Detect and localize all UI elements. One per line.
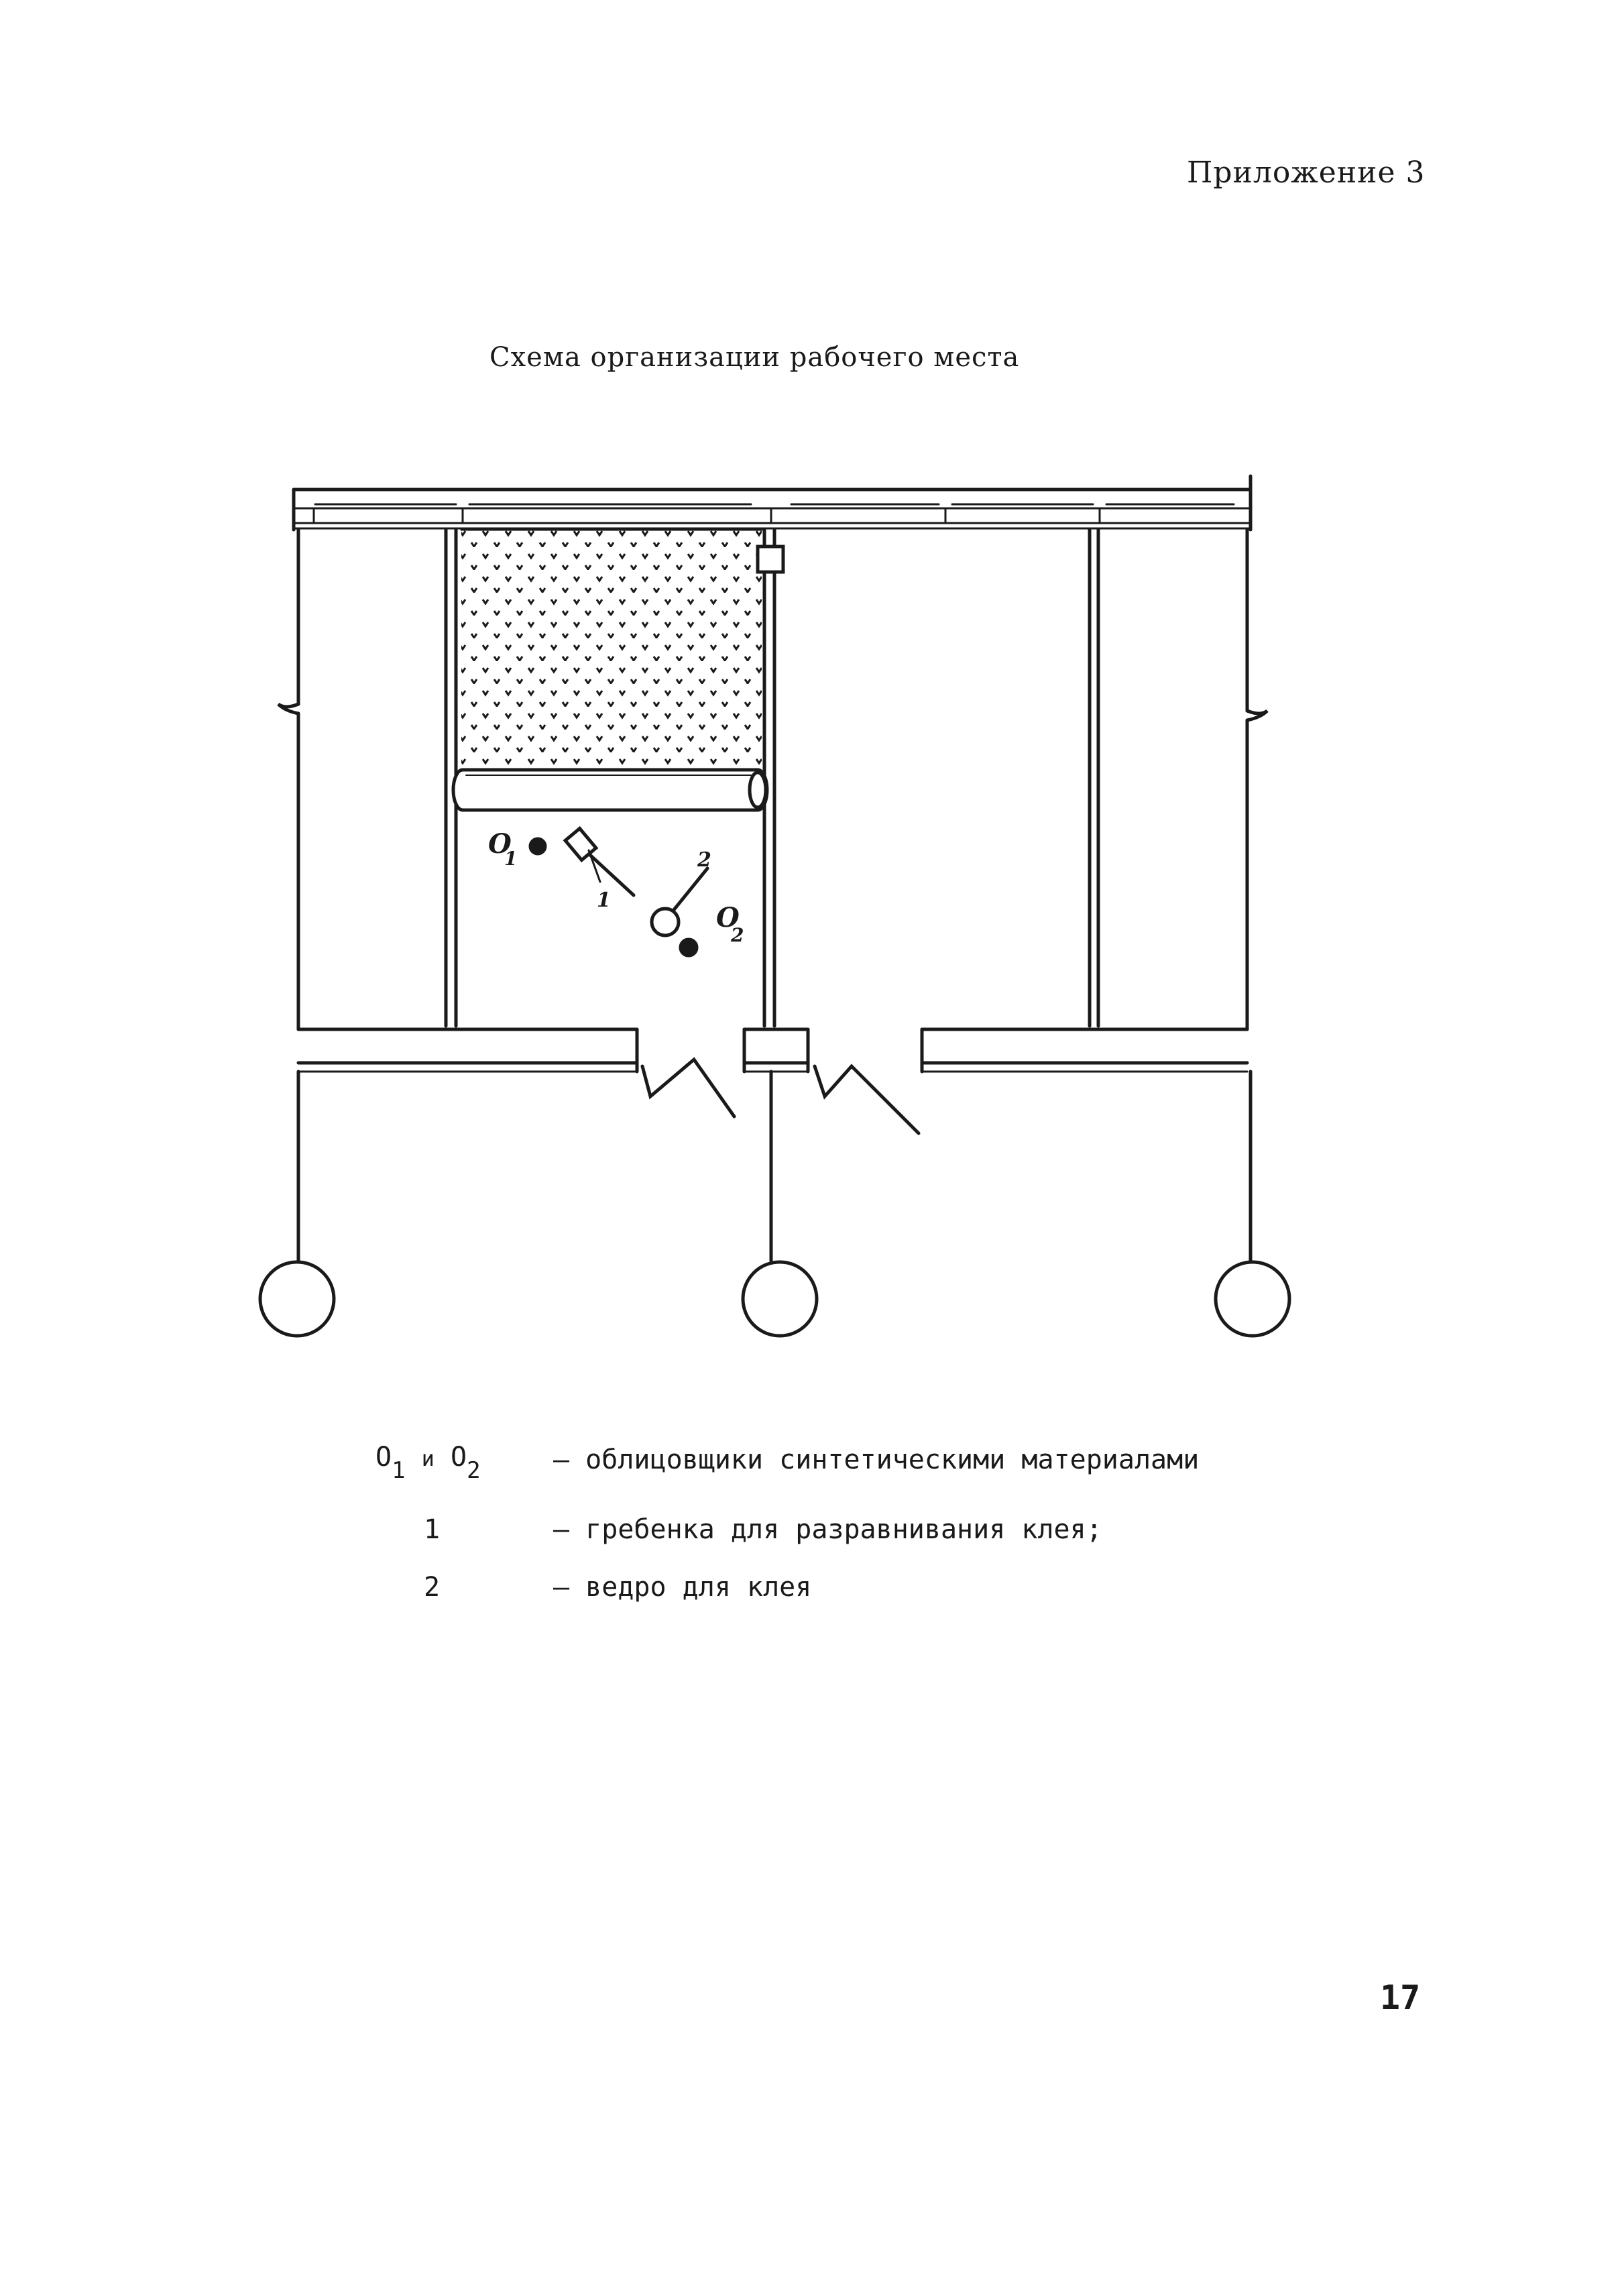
door-swing-left [640,1057,736,1119]
bucket-tool-icon [650,866,709,937]
finished-covering-area [461,530,762,770]
worker-1-marker [528,837,547,856]
legend-key-comb: 1 [424,1514,441,1545]
wall-socket [756,545,785,574]
legend-key-bucket: 2 [424,1572,441,1603]
material-roll [451,768,769,812]
legend-desc-workers: – облицовщики синтетическими материалами [553,1444,1200,1475]
right-wall [1245,528,1269,1031]
tool-1-label: 1 [597,889,611,912]
worker-1-label-sub: 1 [504,848,517,870]
tool-2-label: 2 [697,848,711,872]
comb-tool-icon [563,825,636,897]
appendix-label: Приложение 3 [1187,156,1426,190]
worker-2-label-sub: 2 [730,924,744,946]
legend-desc-bucket: – ведро для клея [553,1572,812,1603]
partition-right [1088,528,1100,1028]
left-wall [277,528,300,1031]
corridor-wall [296,1027,1249,1074]
column-left [258,1260,336,1338]
worker-2-label: O [716,902,740,933]
legend-key-workers: O1 и O2 [375,1442,481,1484]
top-wall [292,474,1253,532]
worker-2-marker [679,937,699,958]
page-title: Схема организации рабочего места [489,342,1020,373]
door-swing-right [813,1064,921,1135]
legend-desc-comb: – гребенка для разравнивания клея; [553,1514,1102,1545]
column-center [741,1260,819,1338]
worker-1-label: O [488,828,512,860]
page-number: 17 [1380,1978,1421,2017]
column-right [1214,1260,1291,1338]
